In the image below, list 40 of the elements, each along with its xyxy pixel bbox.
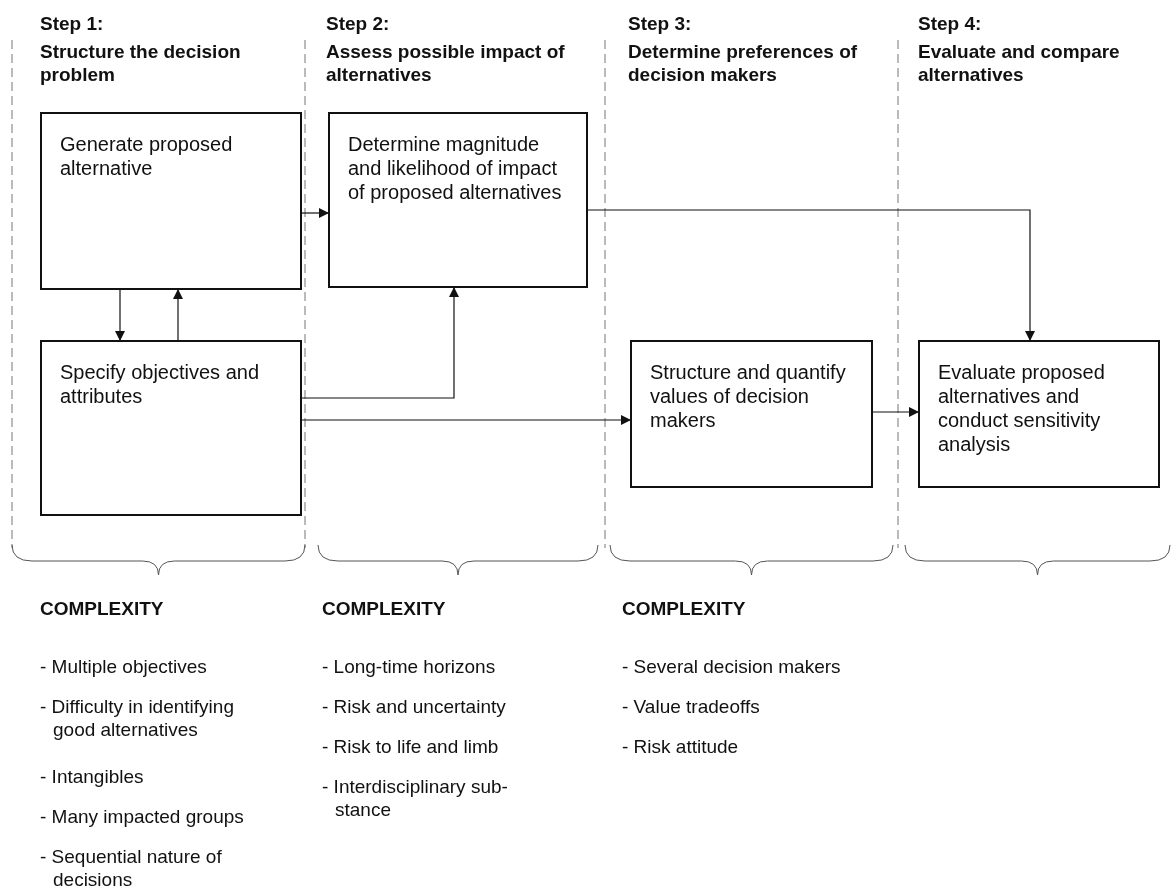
list-item: - Intangibles xyxy=(40,765,145,788)
list-item: - Sequential nature of decisions xyxy=(40,845,223,891)
list-item: - Difficulty in identifying good alternatives xyxy=(40,695,235,741)
arrow xyxy=(872,407,919,417)
box-text: Structure and quantify values of decision makers xyxy=(650,360,847,432)
heading: Step 3: xyxy=(628,12,693,35)
list-item: - Interdisciplinary sub- stance xyxy=(322,775,509,821)
list-item: - Long-time horizons xyxy=(322,655,497,678)
process-box xyxy=(40,340,302,516)
box-text: Specify objectives and attributes xyxy=(60,360,260,408)
process-box xyxy=(630,340,873,488)
process-box xyxy=(40,112,302,290)
heading: Assess possible impact of alternatives xyxy=(326,40,566,86)
heading: Step 1: xyxy=(40,12,105,35)
heading: COMPLEXITY xyxy=(322,597,447,620)
process-box xyxy=(918,340,1160,488)
box-text: Generate proposed alternative xyxy=(60,132,234,180)
arrow xyxy=(115,289,125,341)
heading: Determine preferences of decision makers xyxy=(628,40,859,86)
heading: COMPLEXITY xyxy=(622,597,747,620)
heading: Structure the decision problem xyxy=(40,40,242,86)
list-item: - Risk attitude xyxy=(622,735,740,758)
list-item: - Several decision makers xyxy=(622,655,842,678)
list-item: - Value tradeoffs xyxy=(622,695,761,718)
list-item: - Multiple objectives xyxy=(40,655,208,678)
list-item: - Risk to life and limb xyxy=(322,735,500,758)
box-text: Determine magnitude and likelihood of impact of proposed alternatives xyxy=(348,132,563,204)
heading: Evaluate and compare alternatives xyxy=(918,40,1121,86)
arrow xyxy=(587,209,1035,341)
arrow xyxy=(301,208,329,218)
heading: Step 2: xyxy=(326,12,391,35)
process-box xyxy=(328,112,588,288)
box-text: Evaluate proposed alternatives and conduct sensitivity analysis xyxy=(938,360,1106,456)
arrow xyxy=(301,287,459,399)
arrow xyxy=(173,289,183,341)
list-item: - Risk and uncertainty xyxy=(322,695,507,718)
arrow xyxy=(301,415,631,425)
list-item: - Many impacted groups xyxy=(40,805,245,828)
heading: COMPLEXITY xyxy=(40,597,165,620)
heading: Step 4: xyxy=(918,12,983,35)
